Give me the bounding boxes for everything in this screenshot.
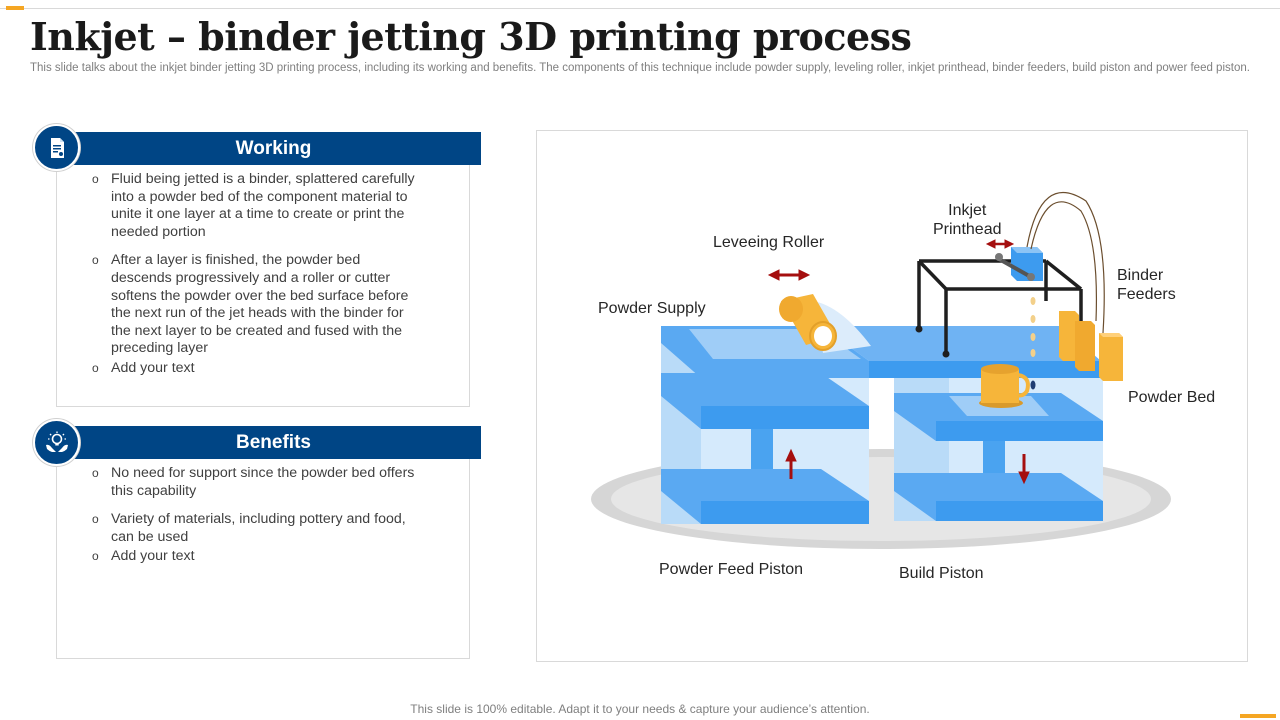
label-leveling-roller: Leveeing Roller xyxy=(713,234,825,251)
accent-bar-bottom xyxy=(1240,714,1276,718)
binder-feed-tubes xyxy=(1026,191,1105,334)
page-subtitle: This slide talks about the inkjet binder… xyxy=(30,62,1250,74)
printhead-gantry xyxy=(917,259,1083,353)
working-list: Fluid being jetted is a binder, splatter… xyxy=(90,171,420,389)
motion-arrows xyxy=(767,239,1030,485)
list-item: Fluid being jetted is a binder, splatter… xyxy=(90,171,420,241)
hands-lightbulb-icon xyxy=(33,419,80,466)
build-chamber xyxy=(894,378,1103,521)
benefits-heading: Benefits xyxy=(236,432,311,453)
top-divider xyxy=(0,8,1280,9)
binder-droplets xyxy=(1030,297,1036,390)
benefits-header: Benefits xyxy=(56,426,481,459)
list-item: Add your text xyxy=(90,360,420,378)
footer-note: This slide is 100% editable. Adapt it to… xyxy=(410,702,870,716)
build-piston-down-arrow xyxy=(1018,454,1030,485)
printed-mug xyxy=(979,364,1030,408)
feed-piston-up-arrow xyxy=(785,448,797,479)
label-build-piston: Build Piston xyxy=(899,565,984,582)
label-binder-feeders: Binder Feeders xyxy=(1117,266,1176,304)
list-item: Add your text xyxy=(90,548,420,566)
binder-feeders xyxy=(1059,311,1123,381)
page-title: Inkjet – binder jetting 3D printing proc… xyxy=(30,14,912,59)
powder-feed-piston-rod xyxy=(751,429,773,481)
binder-jetting-illustration xyxy=(591,191,1171,549)
document-icon xyxy=(33,124,80,171)
label-binder-feeders-line2: Feeders xyxy=(1117,286,1176,303)
list-item: No need for support since the powder bed… xyxy=(90,465,420,500)
label-inkjet-printhead-line2: Printhead xyxy=(933,221,1002,238)
printer-diagram: Inkjet Printhead Leveeing Roller Binder … xyxy=(536,130,1248,662)
benefits-list: No need for support since the powder bed… xyxy=(90,465,420,577)
working-heading: Working xyxy=(235,138,312,159)
label-binder-feeders-line1: Binder xyxy=(1117,267,1164,284)
accent-bar-top xyxy=(6,6,24,10)
label-inkjet-printhead-line1: Inkjet xyxy=(948,202,987,219)
printhead-direction-arrow xyxy=(985,239,1015,249)
list-item: Variety of materials, including pottery … xyxy=(90,511,420,546)
label-inkjet-printhead: Inkjet Printhead xyxy=(933,201,1002,239)
leveling-roller xyxy=(779,294,871,353)
powder-supply-chamber xyxy=(661,326,869,524)
label-powder-feed-piston: Powder Feed Piston xyxy=(659,561,804,578)
label-powder-bed: Powder Bed xyxy=(1128,389,1216,406)
label-powder-supply: Powder Supply xyxy=(598,300,706,317)
inkjet-printhead xyxy=(995,247,1043,281)
list-item: After a layer is finished, the powder be… xyxy=(90,252,420,358)
working-header: Working xyxy=(56,132,481,165)
roller-direction-arrow xyxy=(767,269,811,281)
